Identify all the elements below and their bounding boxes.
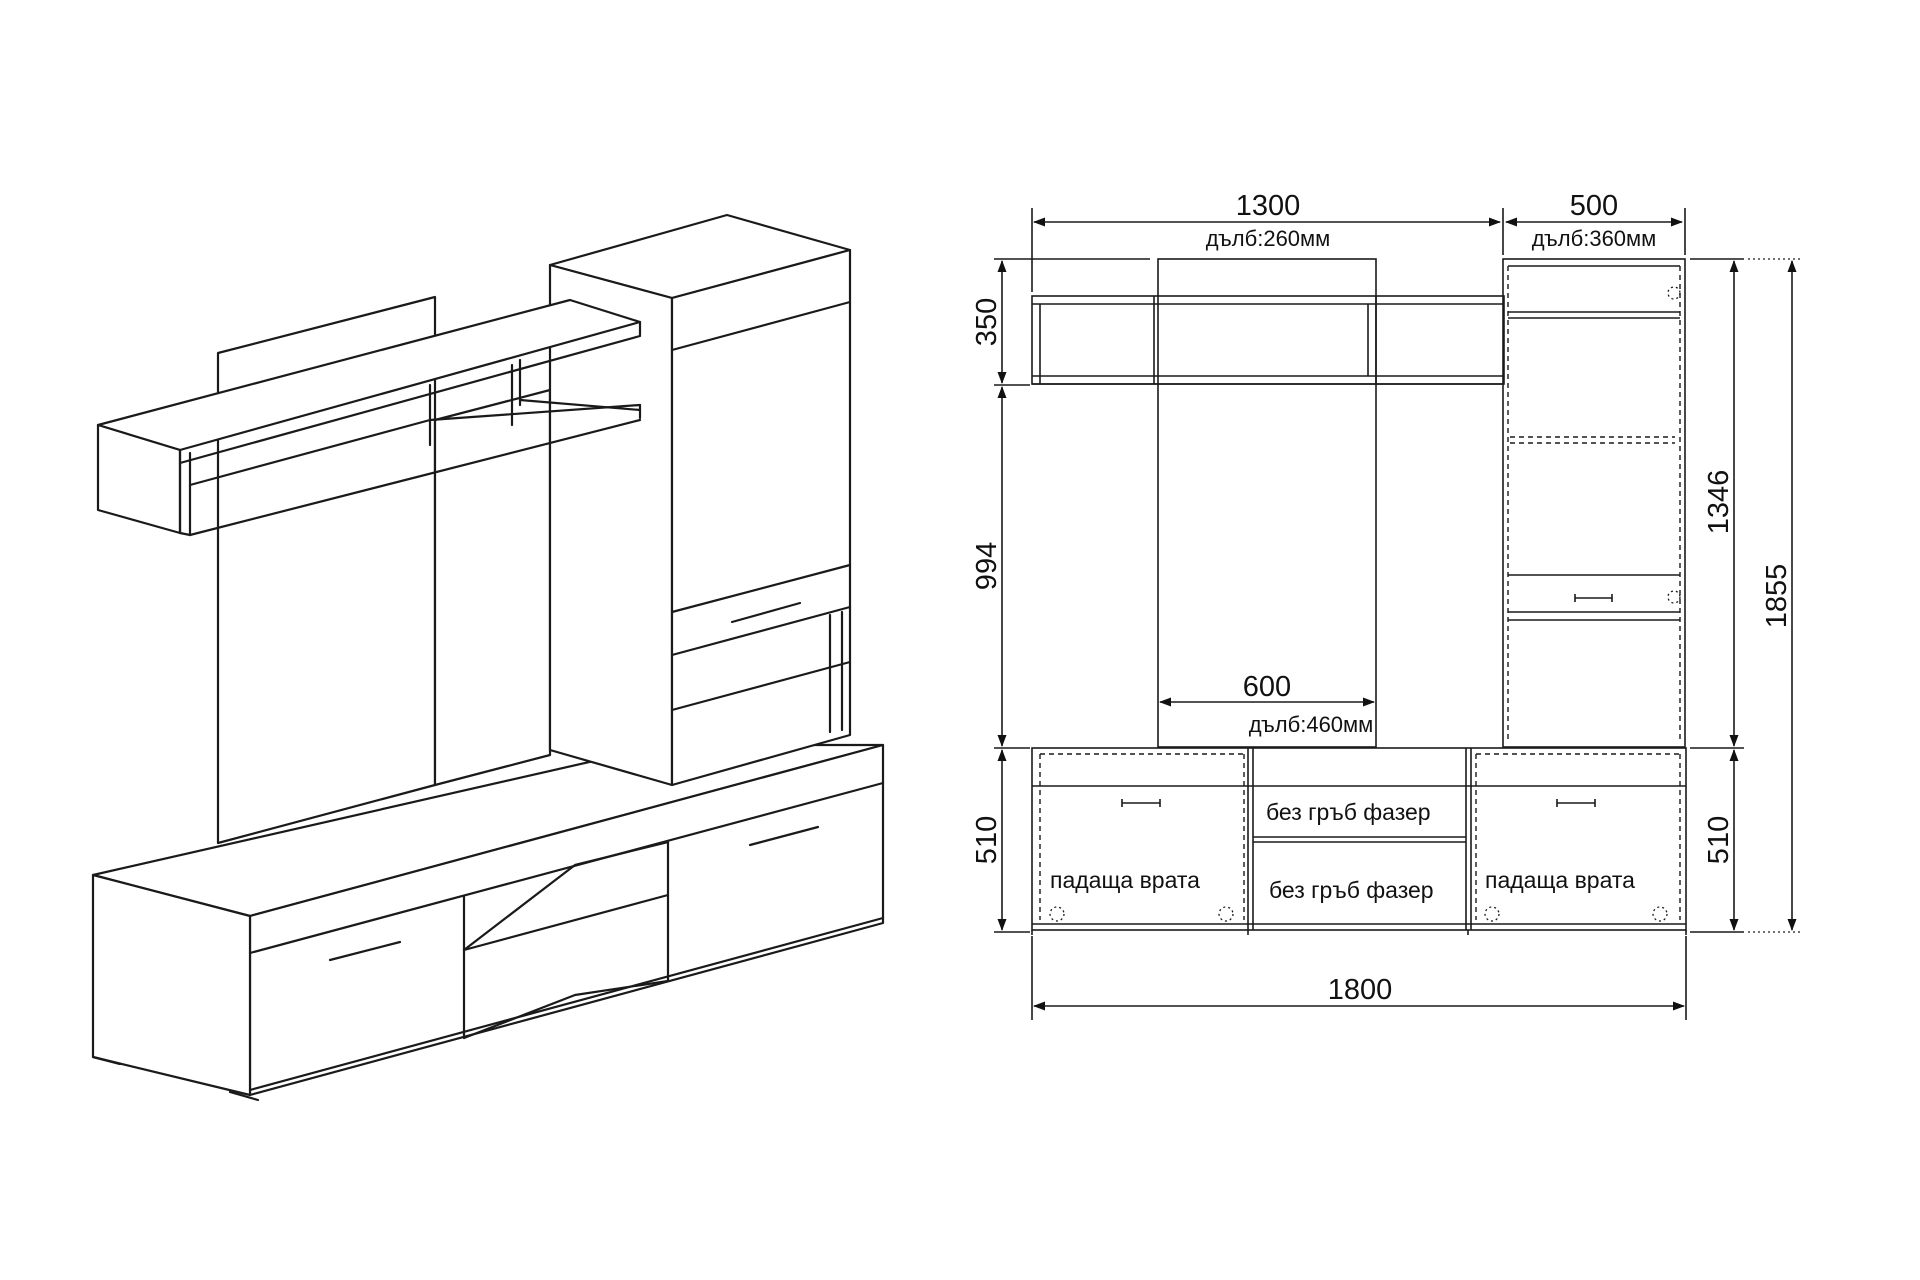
dim-shelf-height: 350 (971, 298, 1003, 346)
tower-front (670, 248, 852, 787)
dim-top-width: 1300 (1236, 190, 1301, 222)
isometric-view (91, 213, 885, 1102)
lower-center-label: без гръб фазер (1269, 877, 1434, 903)
base-unit (91, 743, 885, 1102)
upper-center-label: без гръб фазер (1266, 799, 1431, 825)
tower-unit (548, 213, 852, 787)
dim-total-height: 1855 (1761, 564, 1793, 629)
front-view: падаща врата падаща врата без гръб фазер… (1031, 258, 1687, 935)
tv-panel (1157, 258, 1377, 748)
base-front-view (1031, 747, 1687, 931)
dim-tower-height: 1346 (1703, 470, 1735, 535)
right-door-handle (1556, 799, 1596, 807)
dimension-lines: 1300 дълб:260мм 500 дълб:360мм 350 994 5… (971, 190, 1800, 1020)
dim-base-height-left: 510 (971, 816, 1003, 864)
dim-tower-depth: дълб:360мм (1532, 226, 1657, 251)
center-back-panel (433, 388, 552, 787)
dim-top-depth: дълб:260мм (1206, 226, 1331, 251)
base-side (91, 873, 252, 1097)
wall-shelf (96, 298, 642, 537)
left-drawer-handle (328, 940, 402, 962)
tower-drawer-handle (730, 601, 802, 624)
top-shelf (1031, 295, 1505, 385)
dim-base-height-right: 510 (1703, 816, 1735, 864)
dim-tv-depth: дълб:460мм (1249, 712, 1374, 737)
tower-handle-front (1574, 594, 1613, 602)
dim-middle-height: 994 (971, 542, 1003, 590)
dim-tv-width: 600 (1243, 671, 1291, 703)
dim-total-width: 1800 (1328, 974, 1393, 1006)
left-door-handle (1121, 799, 1161, 807)
tower-front-view (1502, 258, 1686, 748)
right-door-label: падаща врата (1485, 867, 1635, 893)
left-door-label: падаща врата (1050, 867, 1200, 893)
dim-tower-width: 500 (1570, 190, 1618, 222)
right-drawer-handle (748, 825, 820, 847)
